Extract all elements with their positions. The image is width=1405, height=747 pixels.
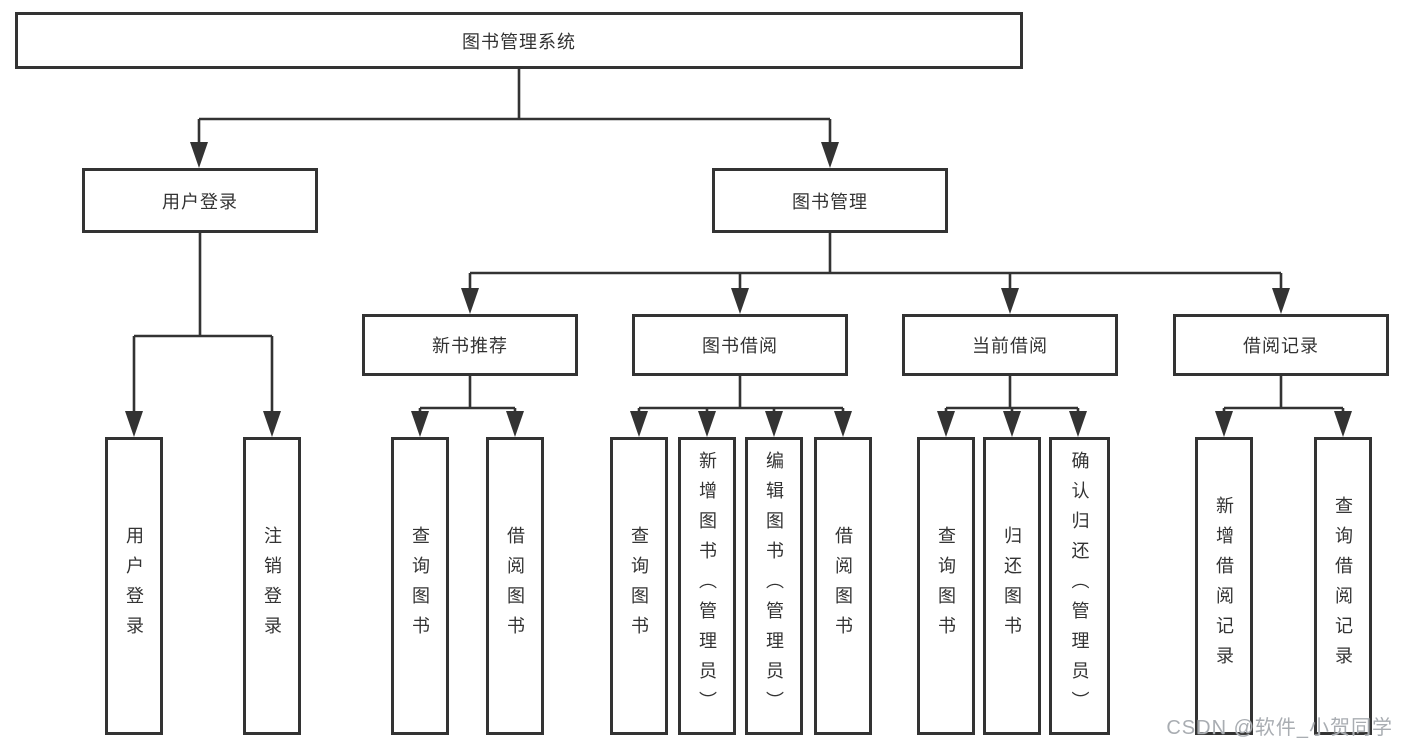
node-library-management-system: 图书管理系统 — [15, 12, 1023, 69]
leaf-query-books-borrowing: 查询图书 — [610, 437, 668, 735]
leaf-edit-book-admin: 编辑图书（管理员） — [745, 437, 803, 735]
node-label: 查询图书 — [629, 526, 649, 646]
csdn-watermark: CSDN @软件_小贺同学 — [1166, 717, 1393, 739]
node-book-borrowing: 图书借阅 — [632, 314, 848, 376]
node-label: 图书管理 — [792, 191, 868, 212]
node-label: 借阅图书 — [505, 526, 525, 646]
node-label: 注销登录 — [262, 526, 282, 646]
node-label: 图书借阅 — [702, 336, 778, 356]
node-label: 查询图书 — [936, 526, 956, 646]
node-user-login: 用户登录 — [82, 168, 318, 233]
leaf-query-books-recommend: 查询图书 — [391, 437, 449, 735]
node-label: 借阅记录 — [1243, 336, 1319, 356]
leaf-logout: 注销登录 — [243, 437, 301, 735]
node-label: 新增借阅记录 — [1214, 496, 1234, 676]
leaf-add-book-admin: 新增图书（管理员） — [678, 437, 736, 735]
node-label: 用户登录 — [162, 191, 238, 212]
node-label: 查询借阅记录 — [1333, 496, 1353, 676]
leaf-borrow-books-borrowing: 借阅图书 — [814, 437, 872, 735]
node-label: 查询图书 — [410, 526, 430, 646]
node-label: 归还图书 — [1002, 526, 1022, 646]
leaf-borrow-books-recommend: 借阅图书 — [486, 437, 544, 735]
node-label: 借阅图书 — [833, 526, 853, 646]
node-label: 新书推荐 — [432, 336, 508, 356]
node-label: 图书管理系统 — [462, 31, 576, 52]
node-label: 确认归还（管理员） — [1069, 451, 1090, 721]
node-label: 当前借阅 — [972, 336, 1048, 356]
node-label: 新增图书（管理员） — [697, 451, 717, 721]
node-book-management: 图书管理 — [712, 168, 948, 233]
leaf-query-books-current: 查询图书 — [917, 437, 975, 735]
leaf-user-login: 用户登录 — [105, 437, 163, 735]
leaf-query-borrow-record: 查询借阅记录 — [1314, 437, 1372, 735]
node-label: 编辑图书（管理员） — [764, 451, 784, 721]
leaf-return-books: 归还图书 — [983, 437, 1041, 735]
node-current-borrowing: 当前借阅 — [902, 314, 1118, 376]
node-new-book-recommendation: 新书推荐 — [362, 314, 578, 376]
node-borrowing-records: 借阅记录 — [1173, 314, 1389, 376]
leaf-confirm-return-admin: 确认归还（管理员） — [1049, 437, 1110, 735]
leaf-add-borrow-record: 新增借阅记录 — [1195, 437, 1253, 735]
node-label: 用户登录 — [124, 526, 144, 646]
